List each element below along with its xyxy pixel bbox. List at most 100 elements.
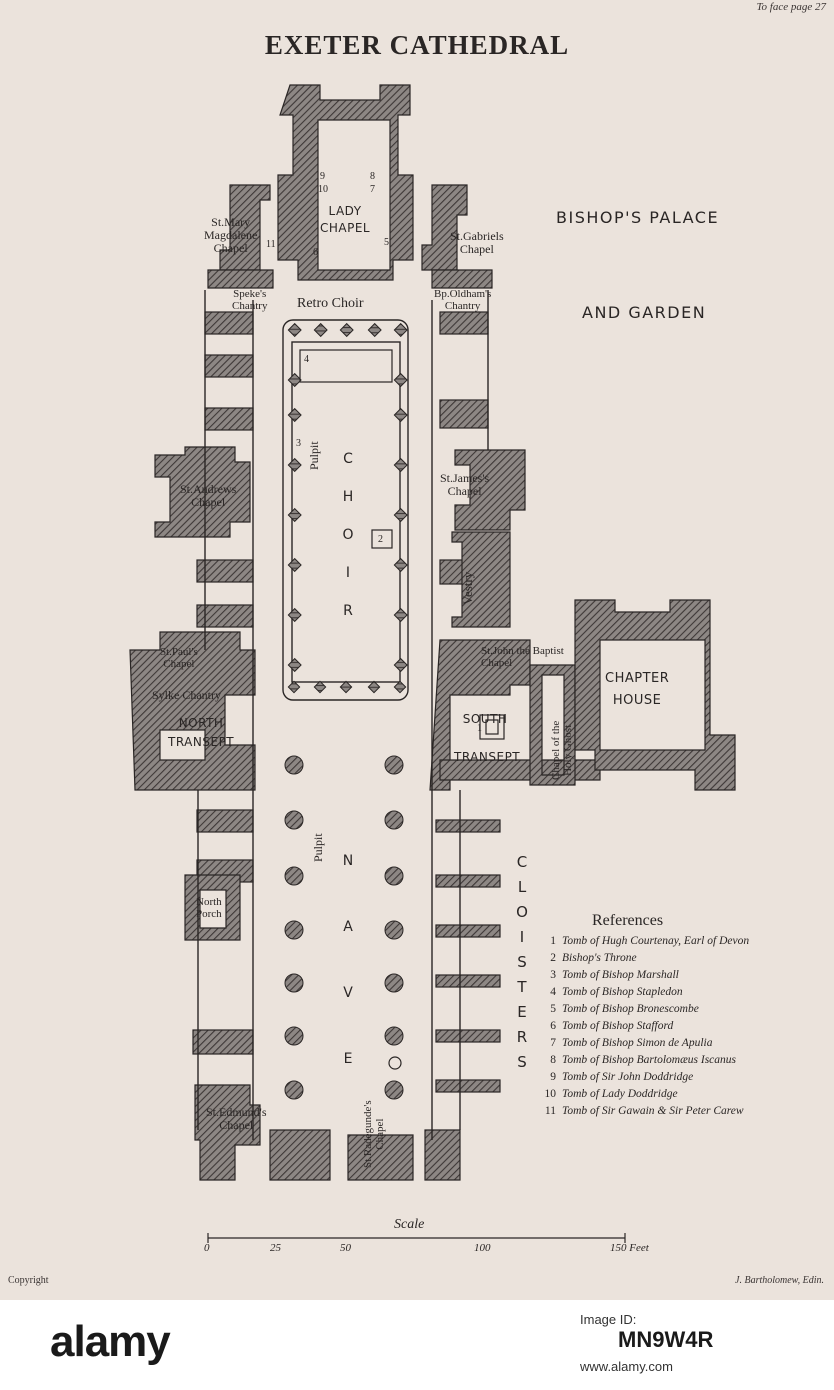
cathedral-plan: [129, 84, 736, 1243]
st-edmunds-walls: [194, 1084, 261, 1181]
holy-ghost-line1: Chapel of the: [550, 720, 562, 780]
st-pauls-line2: Chapel: [163, 658, 195, 670]
tomb-number-7: 7: [370, 184, 375, 195]
choir-pulpit-label: Pulpit: [307, 441, 321, 470]
st-james-line1: St.James's: [440, 471, 490, 485]
tomb-number-10: 10: [318, 184, 328, 195]
image-id-code: MN9W4R: [618, 1327, 714, 1352]
lady-chapel-label: LADY CHAPEL: [320, 205, 370, 235]
st-radegundes-label: St.Radegunde's Chapel: [362, 1100, 386, 1168]
speke-line2: Chantry: [232, 300, 268, 312]
st-john-baptist-label: St.John the Baptist Chapel: [481, 645, 564, 669]
map-title: EXETER CATHEDRAL: [264, 30, 570, 60]
chapter-house-walls: [574, 599, 736, 791]
and-garden-label: AND GARDEN: [582, 303, 707, 322]
vestry-walls: [451, 531, 511, 628]
references-heading: References: [592, 912, 664, 929]
st-john-line1: St.John the Baptist: [481, 645, 564, 657]
st-andrews-line1: St.Andrews: [180, 482, 237, 496]
bishops-palace-label: BISHOP'S PALACE: [556, 208, 720, 227]
st-radegundes-line2: Chapel: [374, 1118, 386, 1150]
scale-tick-50: 50: [340, 1242, 351, 1254]
st-edmunds-line2: Chapel: [219, 1118, 254, 1132]
st-mary-line1: St.Mary: [211, 215, 251, 229]
image-id-label: Image ID:: [580, 1312, 637, 1327]
north-porch-line2: Porch: [196, 908, 222, 920]
tomb-number-4: 4: [304, 354, 309, 365]
tomb-number-11: 11: [266, 239, 276, 250]
st-edmunds-line1: St.Edmund's: [206, 1105, 267, 1119]
south-transept-line2: TRANSEPT: [454, 750, 521, 764]
chapter-line2: HOUSE: [612, 693, 662, 708]
st-james-label: St.James's Chapel: [440, 472, 489, 498]
speke-chantry-walls: [207, 269, 274, 289]
retro-choir-label: Retro Choir: [297, 296, 364, 311]
scale-tick-25: 25: [270, 1242, 281, 1254]
speke-line1: Speke's: [233, 288, 267, 300]
sylke-chantry-label: Sylke Chantry: [152, 688, 221, 702]
tomb-number-6: 6: [313, 247, 318, 258]
st-james-walls: [454, 449, 526, 531]
tomb-number-1: 1: [477, 723, 482, 734]
south-transept-label: SOUTH TRANSEPT: [450, 700, 520, 776]
tomb-number-9: 9: [320, 171, 325, 182]
choir-outline: [282, 319, 409, 701]
vestry-label: Vestry: [460, 571, 475, 605]
st-radegundes-line1: St.Radegunde's: [362, 1100, 374, 1168]
publisher-note: J. Bartholomew, Edin.: [735, 1275, 824, 1286]
oldham-line2: Chantry: [444, 300, 481, 312]
north-porch-label: North Porch: [196, 896, 222, 920]
oldham-chantry-label: Bp.Oldham's Chantry: [434, 288, 491, 312]
west-front-walls: [269, 1129, 461, 1181]
st-edmunds-label: St.Edmund's Chapel: [206, 1106, 267, 1132]
copyright-note: Copyright: [8, 1275, 49, 1286]
st-gabriels-line2: Chapel: [459, 242, 494, 256]
chapter-house-label: CHAPTER HOUSE: [605, 668, 669, 712]
south-transept-line1: SOUTH: [462, 712, 508, 726]
scale-tick-0: 0: [204, 1242, 210, 1254]
holy-ghost-line2: Holy Ghost: [562, 724, 574, 776]
st-andrews-label: St.Andrews Chapel: [180, 483, 236, 509]
st-mary-magdalene-label: St.Mary Magdalene Chapel: [204, 216, 257, 255]
st-james-line2: Chapel: [447, 484, 482, 498]
north-transept-line2: TRANSEPT: [168, 735, 235, 749]
scale-tick-150: 150 Feet: [610, 1242, 649, 1254]
lady-chapel-walls: [277, 84, 414, 281]
alamy-logo: alamy: [50, 1317, 171, 1366]
north-porch-line1: North: [196, 896, 222, 908]
lady-chapel-line2: CHAPEL: [320, 221, 371, 235]
north-porch-walls: [184, 874, 241, 941]
scale-tick-100: 100: [474, 1242, 491, 1254]
stock-banner: [0, 1300, 834, 1390]
st-gabriel-walls: [421, 184, 468, 271]
oldham-chantry-walls: [431, 269, 493, 289]
chapter-line1: CHAPTER: [605, 671, 670, 686]
tomb-number-3: 3: [296, 438, 301, 449]
st-john-line2: Chapel: [481, 657, 513, 669]
holy-ghost-label: Chapel of the Holy Ghost: [550, 721, 574, 780]
scale-title: Scale: [394, 1217, 425, 1232]
st-gabriels-line1: St.Gabriels: [450, 229, 504, 243]
st-mary-line3: Chapel: [213, 241, 248, 255]
tomb-number-5: 5: [384, 237, 389, 248]
tomb-number-8: 8: [370, 171, 375, 182]
face-page-note: To face page 27: [756, 1, 826, 13]
st-gabriels-label: St.Gabriels Chapel: [450, 230, 504, 256]
north-transept-label: NORTH TRANSEPT: [168, 714, 234, 752]
speke-chantry-label: Speke's Chantry: [232, 288, 267, 312]
st-pauls-line1: St.Paul's: [160, 646, 198, 658]
st-andrews-line2: Chapel: [191, 495, 226, 509]
tomb-number-2: 2: [378, 534, 383, 545]
